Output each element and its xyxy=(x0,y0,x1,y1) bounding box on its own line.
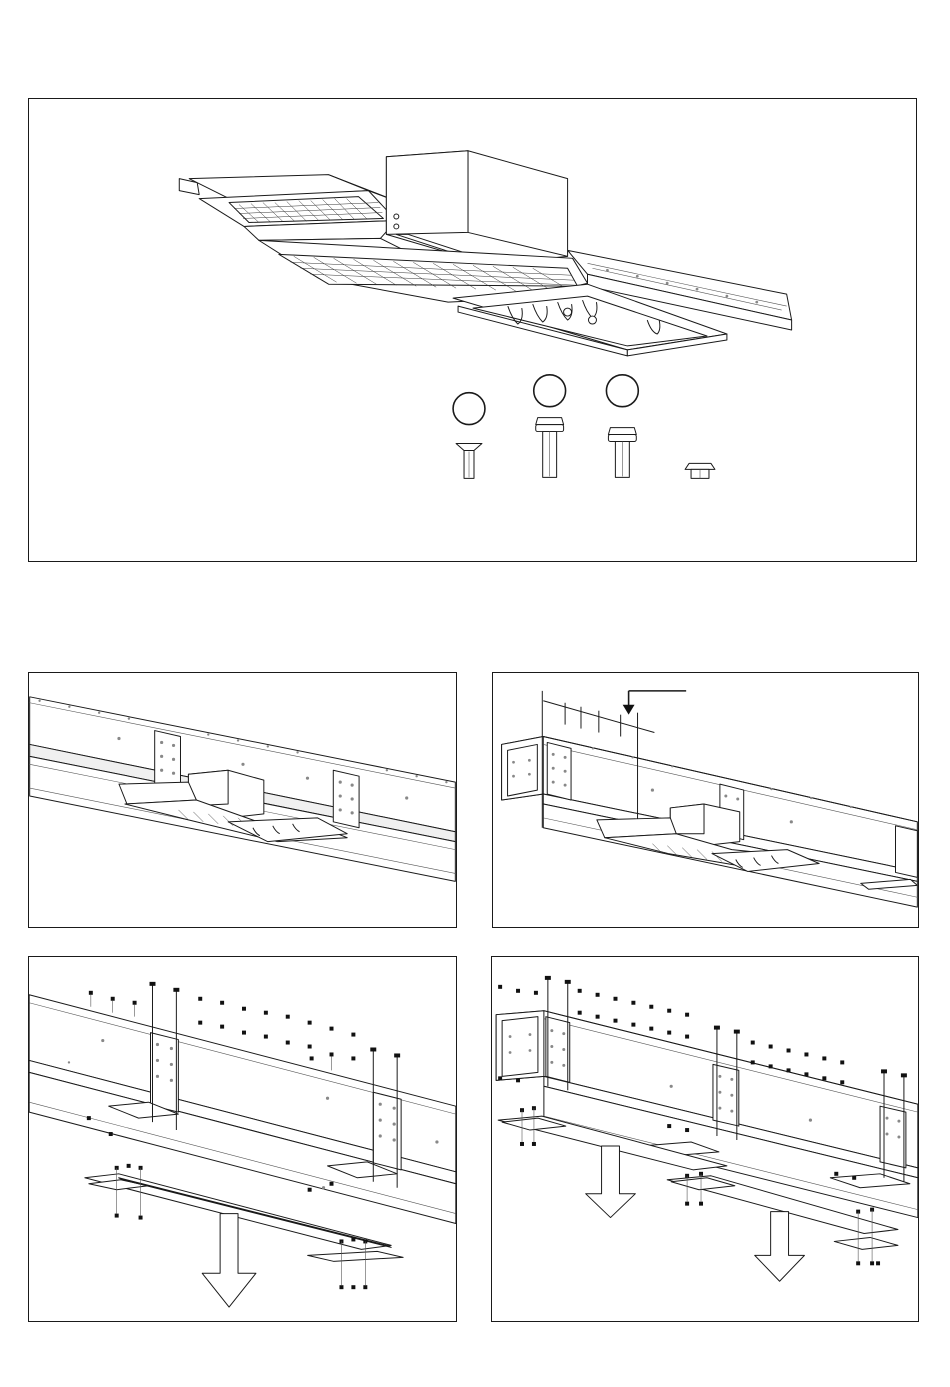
duct-section xyxy=(29,995,456,1224)
overview-diagram xyxy=(29,99,916,561)
step-2-panel xyxy=(492,672,919,928)
step-4-panel xyxy=(491,956,919,1322)
step-3-diagram xyxy=(29,957,456,1321)
step-1-panel xyxy=(28,672,457,928)
flange-bolt-long-icon xyxy=(536,418,564,478)
remove-cover-plates-arrow-icon xyxy=(202,1214,256,1307)
step-3-panel xyxy=(28,956,457,1322)
step-4-diagram xyxy=(492,957,918,1321)
center-box xyxy=(386,151,567,265)
callout-circle-2 xyxy=(534,375,566,407)
flange-bolt-short-icon xyxy=(608,428,636,478)
callout-circle-1 xyxy=(453,393,485,425)
step-2-diagram xyxy=(493,673,918,927)
flange-nut-icon xyxy=(685,463,715,478)
callout-circle-3 xyxy=(606,375,638,407)
step-1-diagram xyxy=(29,673,456,927)
overview-panel xyxy=(28,98,917,562)
hardware-callouts xyxy=(453,375,715,479)
countersunk-rivet-icon xyxy=(456,444,482,479)
left-hopper xyxy=(179,175,400,253)
